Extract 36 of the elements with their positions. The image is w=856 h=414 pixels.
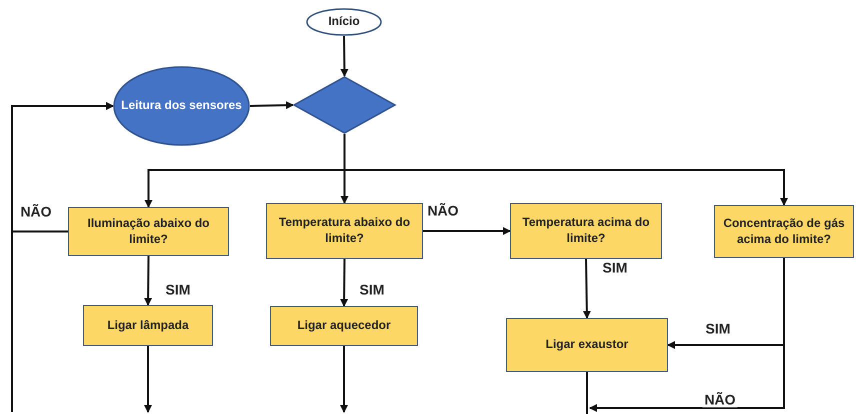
node-label: Iluminação abaixo do limite? (86, 216, 211, 248)
arrow (589, 258, 785, 412)
node-label: Ligar lâmpada (107, 318, 189, 334)
arrow (144, 256, 152, 306)
node-label: Leitura dos sensores (121, 98, 242, 114)
arrow (423, 227, 511, 235)
edge-label: SIM (704, 321, 732, 337)
arrow (340, 36, 348, 77)
node-label: Temperatura acima do limite? (521, 215, 651, 247)
arrow (582, 258, 591, 319)
arrow (340, 258, 348, 307)
edge-label: NÃO (425, 203, 461, 219)
edge-label: SIM (358, 282, 386, 298)
process-box (68, 207, 229, 256)
arrow (11, 102, 114, 412)
node-label: Ligar exaustor (546, 337, 628, 353)
process-box (270, 306, 418, 346)
start-ellipse (306, 8, 382, 36)
arrow (250, 101, 294, 110)
node-label: Ligar aquecedor (297, 318, 391, 334)
edge-label: NÃO (702, 392, 738, 408)
decision-diamond (293, 76, 396, 134)
node-label: Temperatura abaixo do limite? (278, 215, 412, 247)
process-box (83, 305, 213, 346)
edge-label: NÃO (18, 204, 54, 220)
arrow (144, 346, 152, 413)
process-box (506, 318, 668, 372)
process-ellipse (113, 66, 250, 146)
process-box (266, 203, 423, 259)
arrow (340, 346, 348, 413)
node-label: Início (328, 14, 360, 30)
node-label: Concentração de gás acima do limite? (722, 216, 846, 248)
process-box (510, 203, 662, 259)
edge-label: SIM (164, 282, 192, 298)
process-box (714, 205, 854, 258)
edge-label: SIM (600, 260, 630, 276)
